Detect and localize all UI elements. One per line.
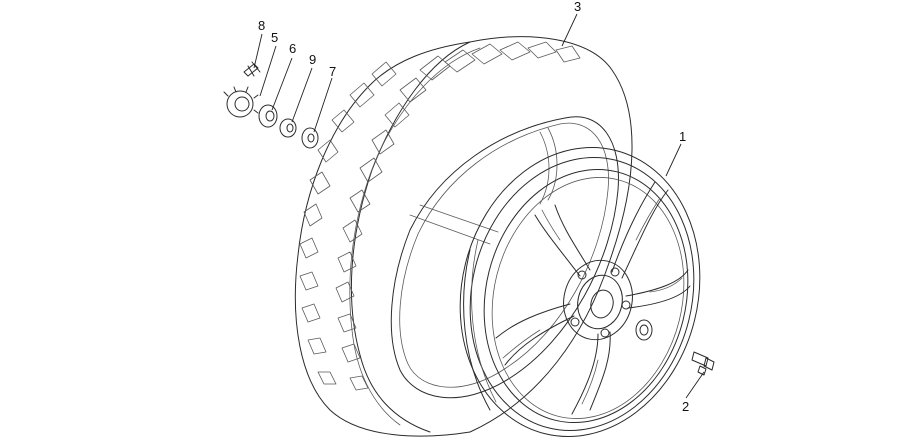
callout-1: 1 [679, 129, 686, 144]
tire [294, 36, 633, 437]
callout-5: 5 [271, 30, 278, 45]
callout-9: 9 [309, 52, 316, 67]
callout-6: 6 [289, 41, 296, 56]
callout-3: 3 [574, 0, 581, 14]
valve-stem [691, 351, 715, 376]
callout-labels: 8 5 6 9 7 3 1 2 [258, 0, 689, 414]
callout-8: 8 [258, 18, 265, 33]
leader-lines [253, 13, 705, 399]
callout-7: 7 [329, 64, 336, 79]
wheel-rim [459, 146, 701, 438]
axle-nut-assembly [223, 61, 319, 149]
callout-2: 2 [682, 399, 689, 414]
